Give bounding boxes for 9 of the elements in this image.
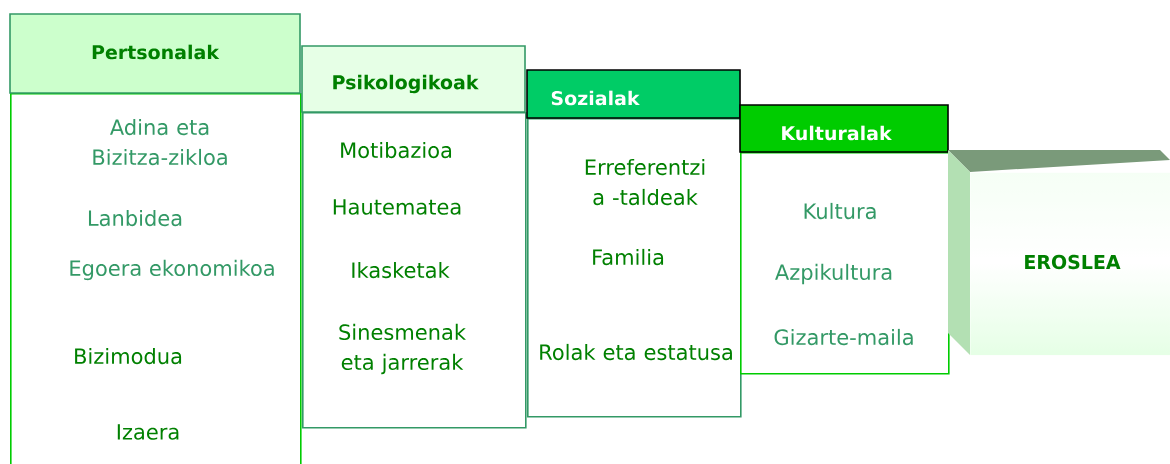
- node-label: Pertsonalak: [92, 44, 220, 60]
- node-label: Psikologikoak: [333, 74, 479, 94]
- category-column: Pertsonalak Adina eta Bizitza-zikloa Lanbidea Egoera ekonomikoa Bizimodua Izaera: [9, 13, 302, 464]
- category-column: Sozialak Erreferentzi a -taldeak Familia Rolak eta estatusa: [526, 69, 742, 418]
- category-column: Psikologikoak Motibazioa Hautematea Ikasketak Sinesmenak eta jarrerak: [301, 45, 527, 429]
- box-drawing: EROSLEA: [948, 150, 1170, 356]
- category-column: Kulturalak Kultura Azpikultura Gizarte-maila: [739, 104, 950, 375]
- node-label: Kulturalak: [782, 125, 892, 141]
- node-label: Sozialak: [551, 90, 640, 106]
